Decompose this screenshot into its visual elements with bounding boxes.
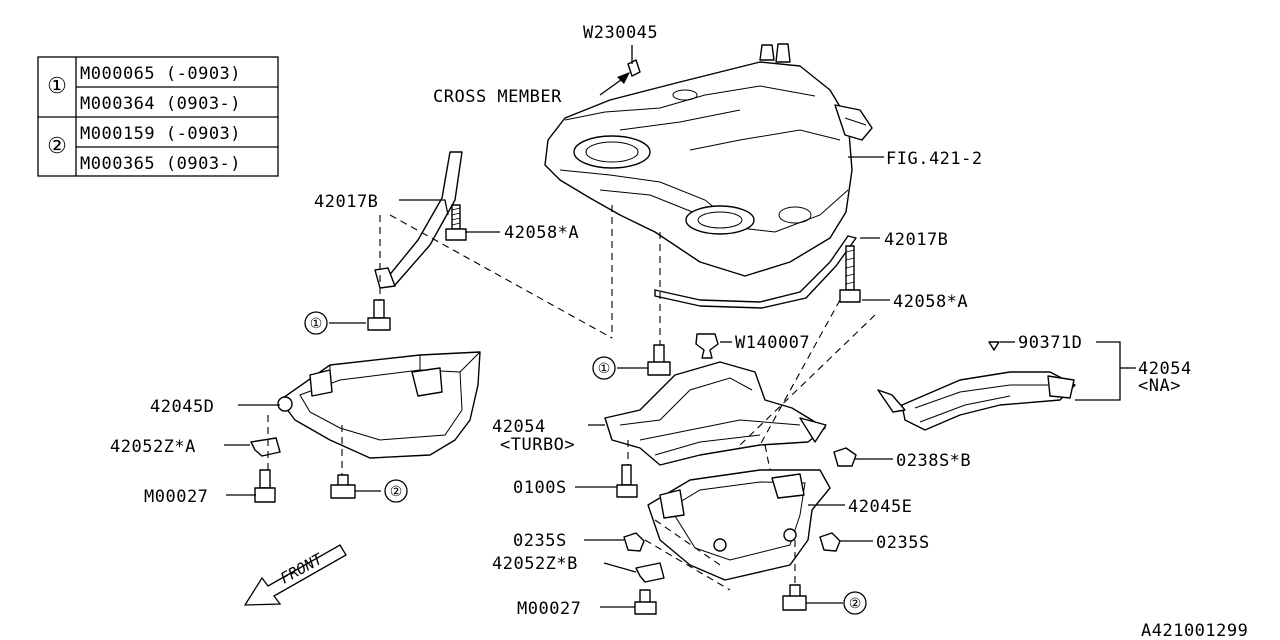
assembly-lines — [267, 205, 876, 591]
label-42054-na: 42054 — [1138, 359, 1192, 379]
label-42058a-right: 42058*A — [893, 292, 968, 312]
label-diagram-id: A421001299 — [1141, 621, 1248, 640]
label-42045e: 42045E — [848, 497, 912, 517]
label-turbo: <TURBO> — [500, 435, 575, 455]
bolt-42058a-left — [445, 204, 467, 241]
callout-1-center: ① — [592, 356, 616, 380]
label-w230045: W230045 — [583, 23, 658, 43]
label-cross-member: CROSS MEMBER — [433, 87, 562, 107]
bolt-42058a-right — [839, 245, 861, 303]
bolt-callout1-center — [647, 344, 671, 376]
clip-42052zb — [635, 562, 665, 583]
svg-text:①: ① — [310, 316, 323, 332]
label-na: <NA> — [1138, 376, 1181, 396]
clip-90371d — [988, 341, 1000, 351]
callout-1-left: ① — [304, 311, 328, 335]
bolt-callout2-left — [330, 474, 356, 499]
part-labels: W230045 CROSS MEMBER FIG.421-2 42017B 42… — [110, 23, 1248, 640]
under-cover-42045d — [277, 351, 481, 459]
heat-shield-na — [877, 371, 1076, 431]
leader-lines — [224, 45, 1136, 608]
svg-text:①: ① — [598, 361, 611, 377]
label-fig421-2: FIG.421-2 — [886, 149, 983, 169]
label-0235s-right: 0235S — [876, 533, 930, 553]
clip-w140007 — [695, 333, 719, 359]
label-90371d: 90371D — [1018, 333, 1082, 353]
legend-table: ① ② M000065 (-0903) M000364 (0903-) M000… — [37, 56, 279, 177]
nut-0235s-left — [623, 532, 645, 552]
callout-2-right: ② — [843, 591, 867, 615]
label-42052za: 42052Z*A — [110, 437, 196, 457]
clip-42052za — [250, 437, 281, 457]
label-0238sb: 0238S*B — [896, 451, 971, 471]
label-42045d: 42045D — [150, 397, 214, 417]
front-direction-arrow: FRONT — [243, 544, 347, 606]
legend-part-m000065: M000065 (-0903) — [80, 64, 241, 84]
label-0235s-left: 0235S — [513, 531, 567, 551]
label-42054-turbo: 42054 — [492, 417, 546, 437]
bolt-0100s — [616, 464, 638, 498]
tank-strap-right — [654, 235, 857, 309]
bolt-m00027-right — [634, 589, 657, 615]
bolt-callout1-left — [367, 299, 391, 331]
tank-strap-left — [374, 151, 463, 289]
bolt-callout2-right — [782, 584, 807, 611]
bolt-m00027-left — [254, 469, 276, 503]
label-front: FRONT — [277, 549, 326, 587]
heat-shield-turbo — [604, 361, 827, 466]
legend-part-m000364: M000364 (0903-) — [80, 94, 241, 114]
label-42052zb: 42052Z*B — [492, 554, 578, 574]
callout-2-left: ② — [384, 479, 408, 503]
legend-key-2: ② — [47, 134, 67, 159]
svg-text:②: ② — [849, 596, 862, 612]
label-42017b-left: 42017B — [314, 192, 378, 212]
under-cover-42045e — [647, 469, 831, 581]
label-m00027-left: M00027 — [144, 487, 208, 507]
legend-part-m000159: M000159 (-0903) — [80, 124, 241, 144]
legend-part-m000365: M000365 (0903-) — [80, 154, 241, 174]
label-w140007: W140007 — [735, 333, 810, 353]
nut-0238sb — [833, 447, 857, 467]
label-42017b-right: 42017B — [884, 230, 948, 250]
label-0100s: 0100S — [513, 478, 567, 498]
fuel-tank-drawing — [544, 43, 873, 277]
svg-text:②: ② — [390, 484, 403, 500]
legend-key-1: ① — [47, 74, 67, 99]
nut-0235s-right — [819, 532, 841, 552]
label-m00027-right: M00027 — [517, 599, 581, 619]
label-42058a-left: 42058*A — [504, 223, 579, 243]
